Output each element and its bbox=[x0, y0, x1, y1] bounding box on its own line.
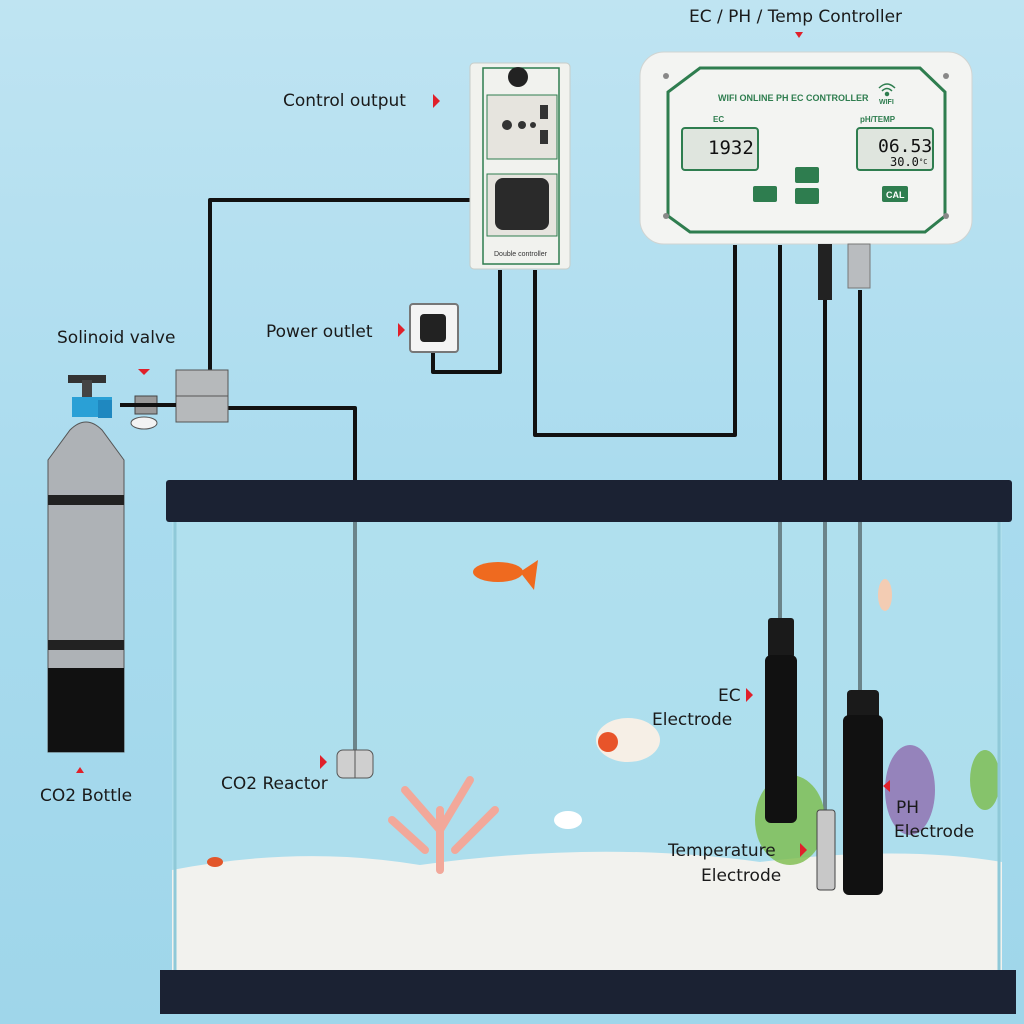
double-controller: Double controller bbox=[469, 62, 571, 270]
fish bbox=[207, 560, 892, 867]
controller-title: WIFI ONLINE PH EC CONTROLLER bbox=[718, 93, 869, 103]
power-outlet bbox=[409, 303, 459, 353]
plug bbox=[495, 178, 549, 230]
controller-power-cable bbox=[533, 245, 737, 437]
power-cable bbox=[431, 270, 502, 374]
control-output-marker-icon bbox=[433, 94, 440, 108]
ph-marker-icon bbox=[883, 780, 890, 792]
ec-lcd bbox=[681, 127, 759, 171]
wifi-button[interactable] bbox=[795, 188, 819, 204]
tank-base bbox=[160, 970, 1016, 1014]
control-output-label: Control output bbox=[283, 91, 406, 111]
ph-lcd bbox=[856, 127, 934, 171]
ec-marker-icon bbox=[746, 688, 753, 702]
cal-ec-button[interactable] bbox=[753, 186, 777, 202]
temp-electrode-label-2: Electrode bbox=[701, 866, 781, 886]
temperature-electrode bbox=[816, 809, 836, 891]
ph-value: 06.53 bbox=[878, 136, 932, 157]
labels: EC / PH / Temp Controller Control output… bbox=[40, 7, 974, 886]
temp-marker-icon bbox=[800, 843, 807, 857]
ph-electrode bbox=[843, 690, 883, 895]
co2-reactor bbox=[336, 749, 374, 779]
ec-electrode-label-2: Electrode bbox=[652, 710, 732, 730]
valve-marker-icon bbox=[138, 369, 150, 375]
temp-connector bbox=[818, 244, 832, 300]
bottle-marker-icon bbox=[76, 767, 84, 773]
solenoid-valve bbox=[120, 369, 229, 430]
ec-value: 1932 bbox=[708, 137, 754, 159]
cal-button[interactable] bbox=[882, 186, 908, 202]
ec-ph-controller: WIFI ONLINE PH EC CONTROLLER WIFI EC 193… bbox=[639, 51, 973, 300]
controller-label: EC / PH / Temp Controller bbox=[689, 7, 902, 27]
fuse-knob[interactable] bbox=[508, 67, 528, 87]
ec-electrode-label: EC bbox=[718, 686, 741, 706]
power-outlet-label: Power outlet bbox=[266, 322, 373, 342]
bnc-connector bbox=[847, 243, 871, 289]
solenoid-valve-label: Solinoid valve bbox=[57, 328, 175, 348]
ph-electrode-label: PH bbox=[896, 798, 919, 818]
temp-unit: °C bbox=[919, 158, 927, 166]
control-cable bbox=[208, 198, 495, 375]
ec-electrode bbox=[765, 618, 797, 823]
co2-reactor-label: CO2 Reactor bbox=[221, 774, 328, 794]
temp-button[interactable] bbox=[795, 167, 819, 183]
double-controller-label: Double controller bbox=[494, 251, 548, 258]
reactor-marker-icon bbox=[320, 755, 327, 769]
cal-button-label: CAL bbox=[886, 190, 905, 200]
outlet-marker-icon bbox=[398, 323, 405, 337]
ph-display-label: pH/TEMP bbox=[860, 115, 896, 124]
gravel bbox=[172, 851, 1002, 970]
controller-marker-icon bbox=[795, 32, 803, 38]
ph-electrode-label-2: Electrode bbox=[894, 822, 974, 842]
aquarium-tank bbox=[160, 480, 1016, 1014]
ec-display-label: EC bbox=[713, 115, 724, 124]
temp-electrode-label: Temperature bbox=[667, 841, 776, 861]
wifi-icon bbox=[878, 83, 896, 97]
co2-bottle-label: CO2 Bottle bbox=[40, 786, 132, 806]
coral bbox=[388, 776, 499, 874]
marker-arrows bbox=[76, 32, 890, 857]
temp-value: 30.0 bbox=[890, 155, 919, 169]
co2-bottle bbox=[47, 375, 125, 753]
tank-lid bbox=[166, 480, 1012, 522]
wifi-label: WIFI bbox=[879, 99, 894, 106]
